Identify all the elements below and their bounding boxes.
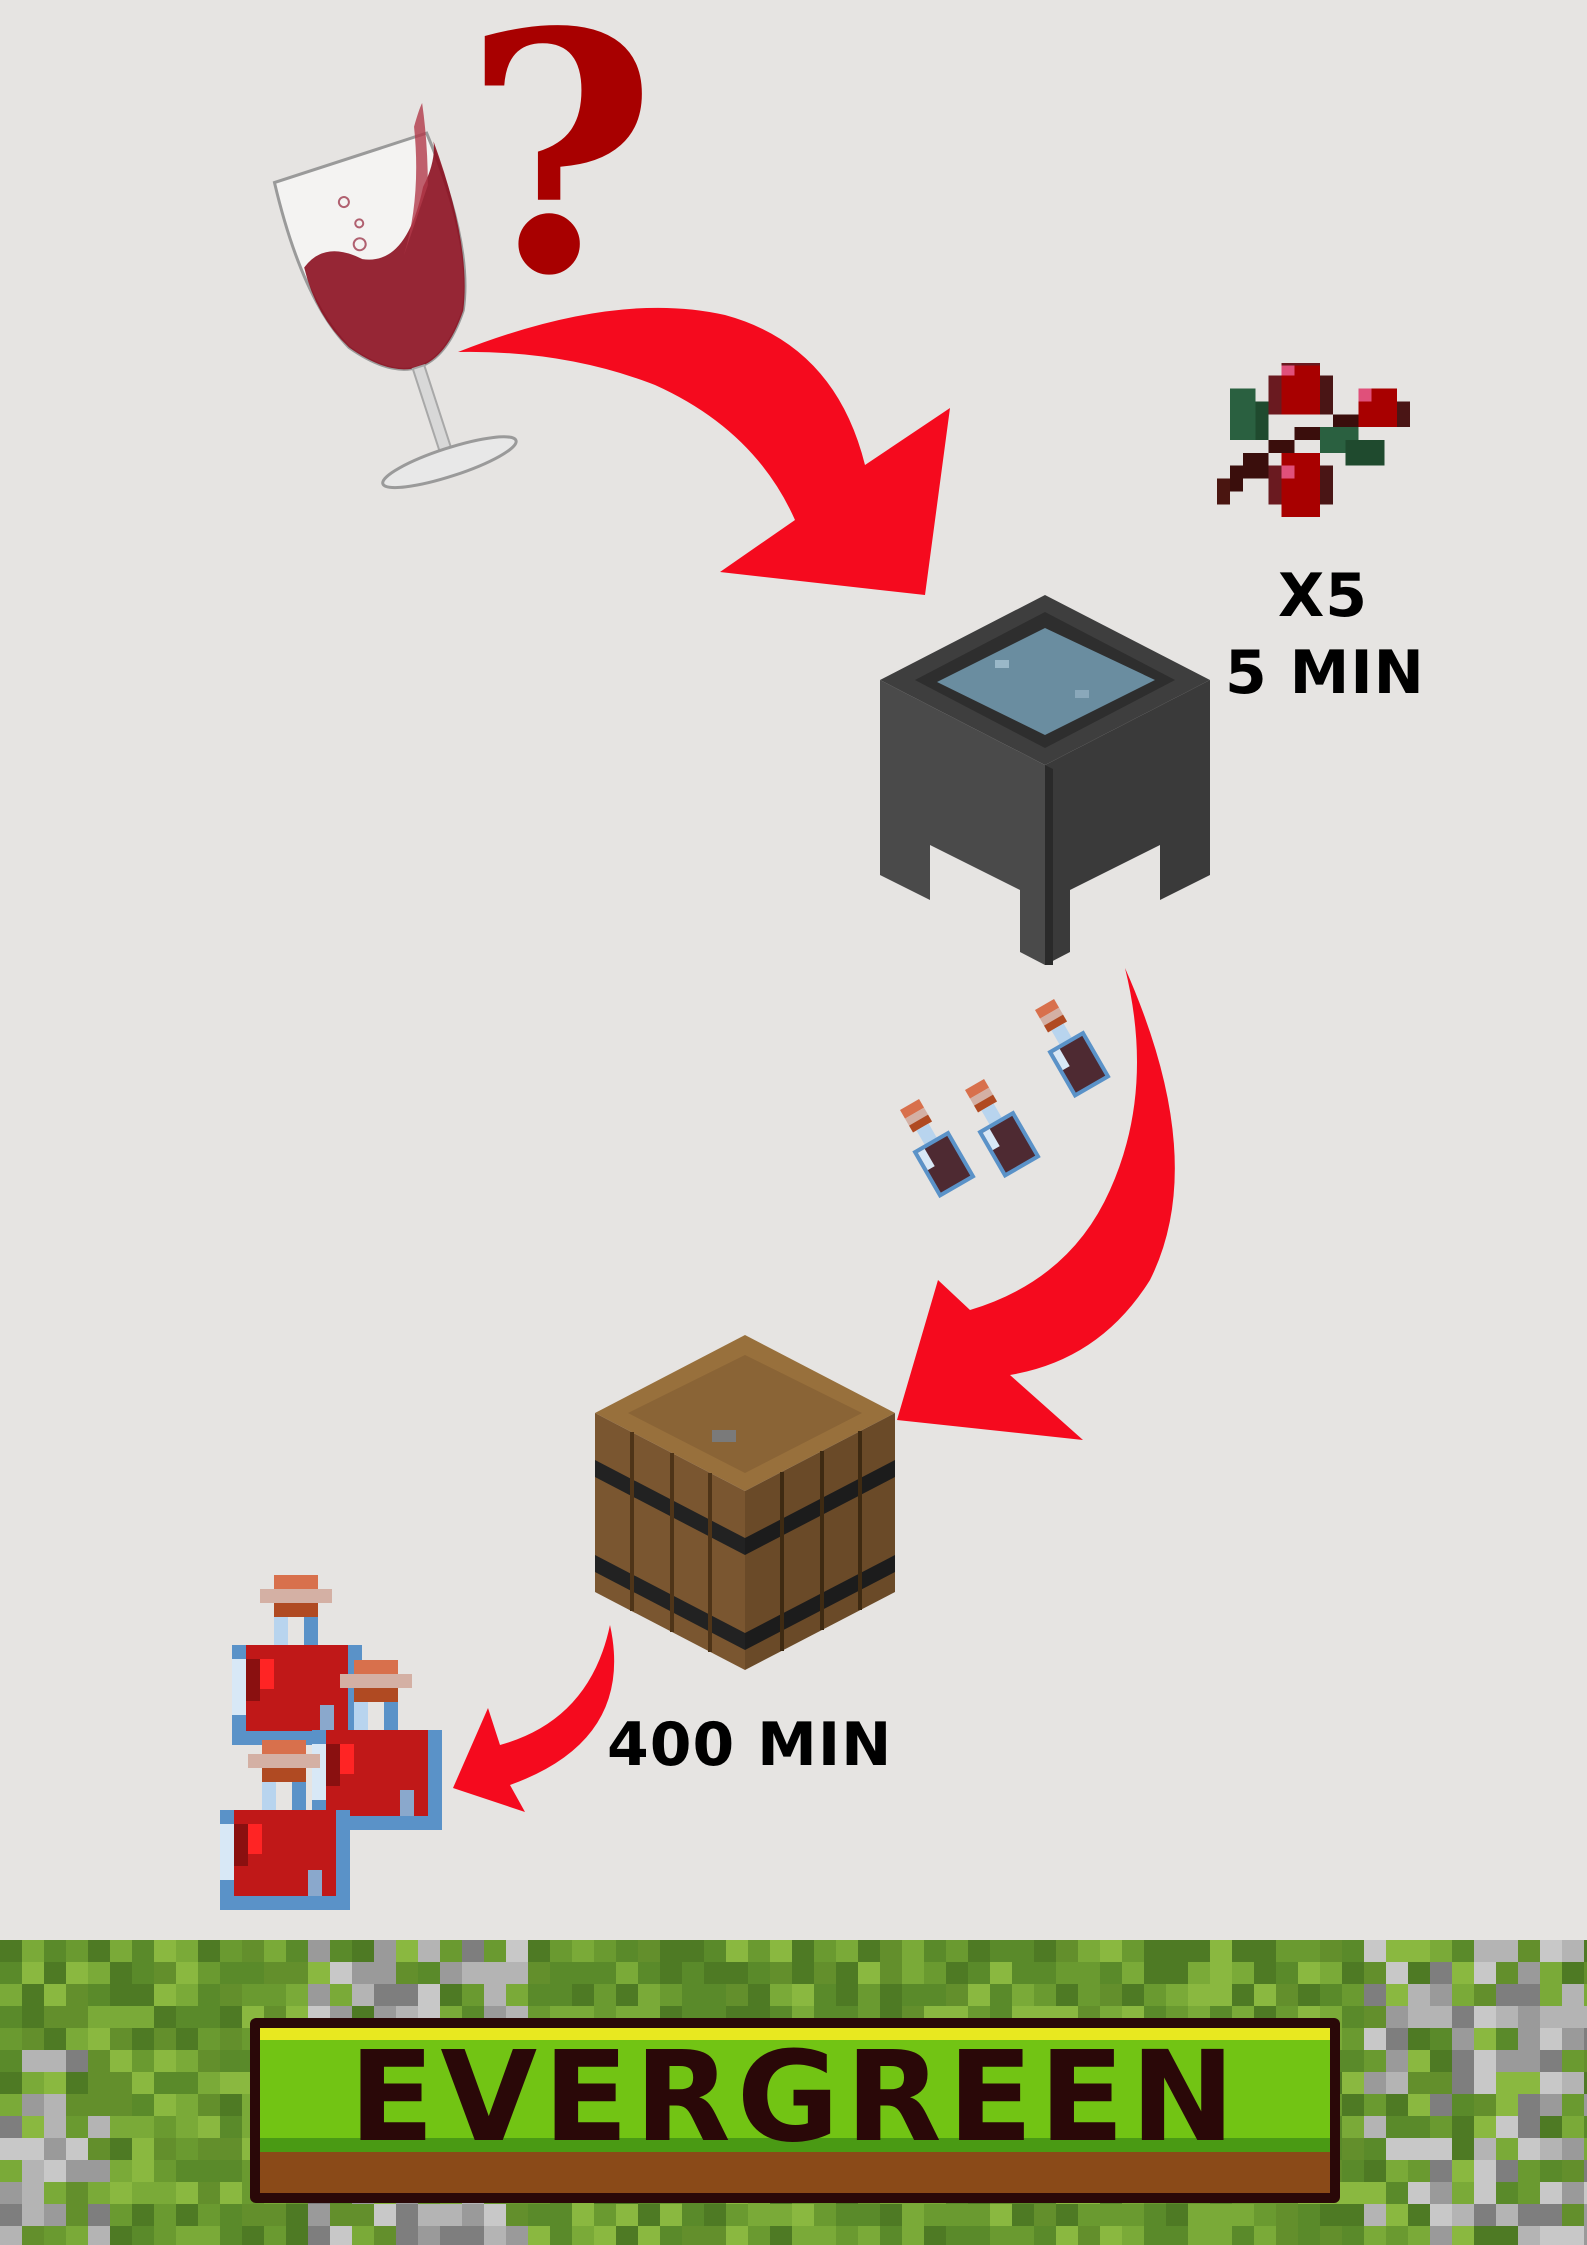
- ingredient-quantity-label: X5: [1278, 561, 1369, 631]
- sweet-berries-icon: [1215, 350, 1425, 530]
- question-mark-icon: ?: [463, 0, 656, 348]
- barrel-time-label: 400 MIN: [607, 1710, 893, 1780]
- question-mark-glyph: ?: [463, 0, 656, 348]
- red-wine-bottles: [200, 1560, 442, 1930]
- arrow-to-result: [450, 1620, 620, 1820]
- arrow-to-barrel: [897, 960, 1200, 1450]
- wine-glass-icon: [270, 103, 530, 500]
- barrel-icon: [592, 1335, 898, 1670]
- arrow-to-cauldron: [455, 290, 975, 610]
- evergreen-logo: EVERGREEN: [250, 2018, 1340, 2203]
- footer-banner: EVERGREEN: [0, 1940, 1587, 2245]
- water-cauldron-icon: [875, 590, 1215, 965]
- logo-text: EVERGREEN: [349, 2025, 1241, 2170]
- cauldron-time-label: 5 MIN: [1225, 638, 1425, 708]
- red-wine-bottle: [232, 1575, 362, 1745]
